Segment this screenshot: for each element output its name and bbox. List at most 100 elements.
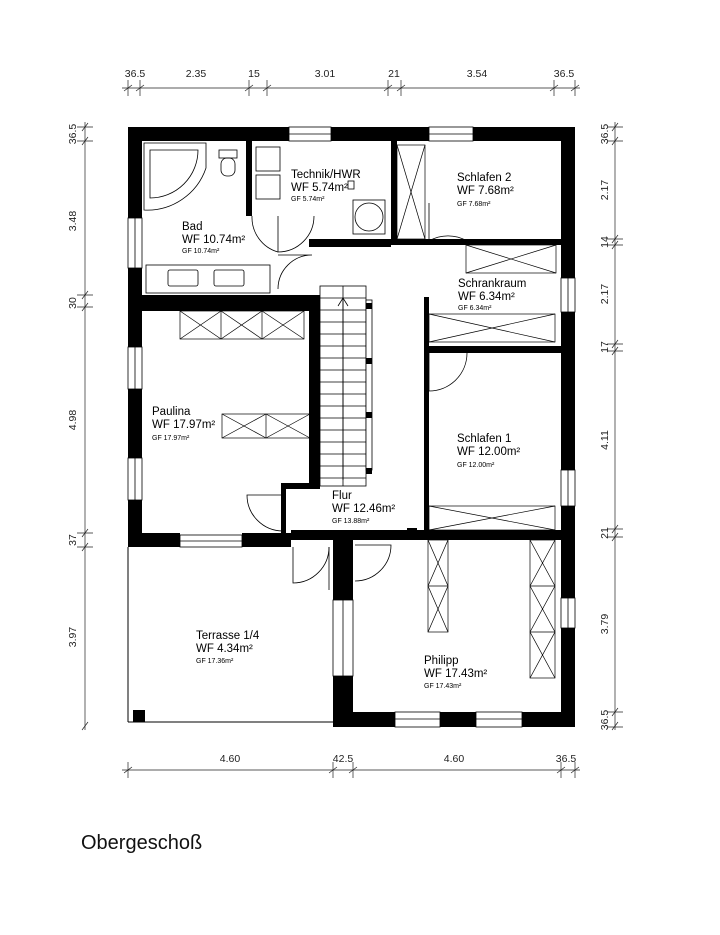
dim-left-0: 36.5 bbox=[67, 124, 79, 145]
dim-right-7: 3.79 bbox=[599, 614, 611, 635]
washbasin-counter bbox=[145, 264, 271, 294]
toilet bbox=[218, 149, 238, 177]
staircase bbox=[319, 285, 373, 487]
room-wf-schrankraum: WF 6.34m² bbox=[458, 291, 515, 303]
dim-ticks-right bbox=[607, 122, 623, 731]
wall-schlafen2-left bbox=[391, 141, 397, 245]
wall-bad-bottom bbox=[142, 295, 320, 303]
windows bbox=[127, 126, 576, 728]
wardrobe-philipp-left bbox=[427, 539, 449, 633]
dimension-labels-right: 36.5 2.17 14 2.17 17 4.11 21 3.79 36.5 bbox=[599, 124, 611, 731]
fixtures bbox=[143, 142, 386, 294]
room-name-technik: Technik/HWR bbox=[291, 169, 361, 181]
door-bad bbox=[277, 215, 315, 253]
room-label-bad: Bad WF 10.74m² GF 10.74m² bbox=[182, 221, 245, 255]
room-gf-paulina: GF 17.97m² bbox=[152, 435, 190, 442]
room-gf-schlafen2: GF 7.68m² bbox=[457, 201, 491, 208]
room-name-terrasse: Terrasse 1/4 bbox=[196, 630, 260, 642]
room-gf-flur: GF 13.88m² bbox=[332, 518, 370, 525]
terrace-outline bbox=[127, 547, 333, 723]
wardrobe-philipp-right bbox=[529, 539, 556, 679]
room-wf-flur: WF 12.46m² bbox=[332, 503, 395, 515]
door-philipp bbox=[354, 544, 392, 582]
room-wf-terrasse: WF 4.34m² bbox=[196, 643, 253, 655]
wall-hall-top bbox=[391, 239, 561, 245]
room-name-philipp: Philipp bbox=[424, 655, 459, 667]
dim-left-4: 37 bbox=[67, 534, 79, 546]
outer-wall-right bbox=[561, 127, 575, 727]
wardrobe-schrankraum-top bbox=[465, 244, 557, 274]
room-label-philipp: Philipp WF 17.43m² GF 17.43m² bbox=[424, 655, 487, 690]
wall-paulina-top bbox=[142, 303, 320, 311]
wardrobe-paulina-mid bbox=[221, 413, 311, 439]
wardrobe-paulina-top bbox=[179, 310, 305, 340]
dim-top-5: 3.54 bbox=[467, 68, 488, 80]
dim-left-3: 4.98 bbox=[67, 410, 79, 431]
outer-wall-top bbox=[128, 127, 575, 141]
window-philipp-bottom-1 bbox=[394, 711, 441, 728]
wall-paulina-right-lower bbox=[281, 483, 320, 489]
dimension-labels-top: 36.5 2.35 15 3.01 21 3.54 36.5 bbox=[125, 68, 575, 80]
wall-philipp-bottom-mid bbox=[440, 712, 476, 727]
dim-top-6: 36.5 bbox=[554, 68, 575, 80]
doors bbox=[246, 203, 468, 590]
dimension-lines bbox=[77, 80, 623, 778]
stair-posts bbox=[366, 303, 372, 474]
dim-left-5: 3.97 bbox=[67, 627, 79, 648]
room-gf-technik: GF 5.74m² bbox=[291, 196, 325, 203]
room-name-paulina: Paulina bbox=[152, 406, 191, 418]
dim-bottom-3: 36.5 bbox=[556, 753, 577, 765]
dimension-labels-left: 36.5 3.48 30 4.98 37 3.97 bbox=[67, 124, 79, 648]
dim-right-2: 14 bbox=[599, 236, 611, 248]
terrace-post bbox=[133, 710, 145, 722]
corner-bathtub bbox=[143, 142, 207, 211]
chimney bbox=[407, 528, 417, 538]
wall-paulina-bottom-right bbox=[242, 533, 291, 547]
room-wf-bad: WF 10.74m² bbox=[182, 234, 245, 246]
dim-top-1: 2.35 bbox=[186, 68, 207, 80]
dim-bottom-1: 42.5 bbox=[333, 753, 354, 765]
room-label-schlafen1: Schlafen 1 WF 12.00m² GF 12.00m² bbox=[457, 433, 520, 469]
boiler bbox=[352, 199, 386, 235]
room-wf-schlafen2: WF 7.68m² bbox=[457, 185, 514, 197]
technik-cabinet bbox=[347, 180, 355, 190]
room-label-paulina: Paulina WF 17.97m² GF 17.97m² bbox=[152, 406, 215, 442]
room-wf-paulina: WF 17.97m² bbox=[152, 419, 215, 431]
room-name-flur: Flur bbox=[332, 490, 352, 502]
dim-ticks-left bbox=[77, 122, 93, 731]
wall-philipp-left-lower bbox=[333, 676, 353, 726]
door-schlafen1 bbox=[428, 352, 468, 392]
wall-technik-left bbox=[246, 141, 252, 216]
room-label-schrankraum: Schrankraum WF 6.34m² GF 6.34m² bbox=[458, 278, 526, 312]
wall-philipp-left bbox=[333, 540, 353, 600]
room-gf-terrasse: GF 17.36m² bbox=[196, 658, 234, 665]
door-terrace bbox=[292, 546, 330, 584]
dim-top-0: 36.5 bbox=[125, 68, 146, 80]
dim-right-6: 21 bbox=[599, 527, 611, 539]
dim-right-4: 17 bbox=[599, 341, 611, 353]
dim-right-0: 36.5 bbox=[599, 124, 611, 145]
floor-title: Obergeschoß bbox=[81, 832, 203, 854]
wardrobe-schrankraum-bottom bbox=[428, 313, 556, 343]
room-label-terrasse: Terrasse 1/4 WF 4.34m² GF 17.36m² bbox=[196, 630, 260, 665]
dim-bottom-2: 4.60 bbox=[444, 753, 465, 765]
room-gf-schlafen1: GF 12.00m² bbox=[457, 462, 495, 469]
room-name-schlafen1: Schlafen 1 bbox=[457, 433, 511, 445]
dim-left-1: 3.48 bbox=[67, 211, 79, 232]
room-name-schrankraum: Schrankraum bbox=[458, 278, 526, 290]
wardrobe-schlafen1 bbox=[428, 505, 556, 531]
dim-right-5: 4.11 bbox=[599, 430, 611, 450]
dim-top-3: 3.01 bbox=[315, 68, 336, 80]
dim-right-3: 2.17 bbox=[599, 284, 611, 305]
wall-paulina-right-stub bbox=[281, 483, 286, 533]
dim-top-4: 21 bbox=[388, 68, 400, 80]
wall-paulina-right bbox=[309, 303, 320, 483]
dim-ticks-bottom bbox=[123, 762, 580, 778]
room-gf-schrankraum: GF 6.34m² bbox=[458, 305, 492, 312]
room-wf-schlafen1: WF 12.00m² bbox=[457, 446, 520, 458]
dim-right-8: 36.5 bbox=[599, 710, 611, 731]
room-gf-bad: GF 10.74m² bbox=[182, 248, 220, 255]
dimension-labels-bottom: 4.60 42.5 4.60 36.5 bbox=[220, 753, 577, 765]
wall-flur-bottom bbox=[291, 530, 561, 540]
dim-ticks-top bbox=[123, 80, 580, 96]
